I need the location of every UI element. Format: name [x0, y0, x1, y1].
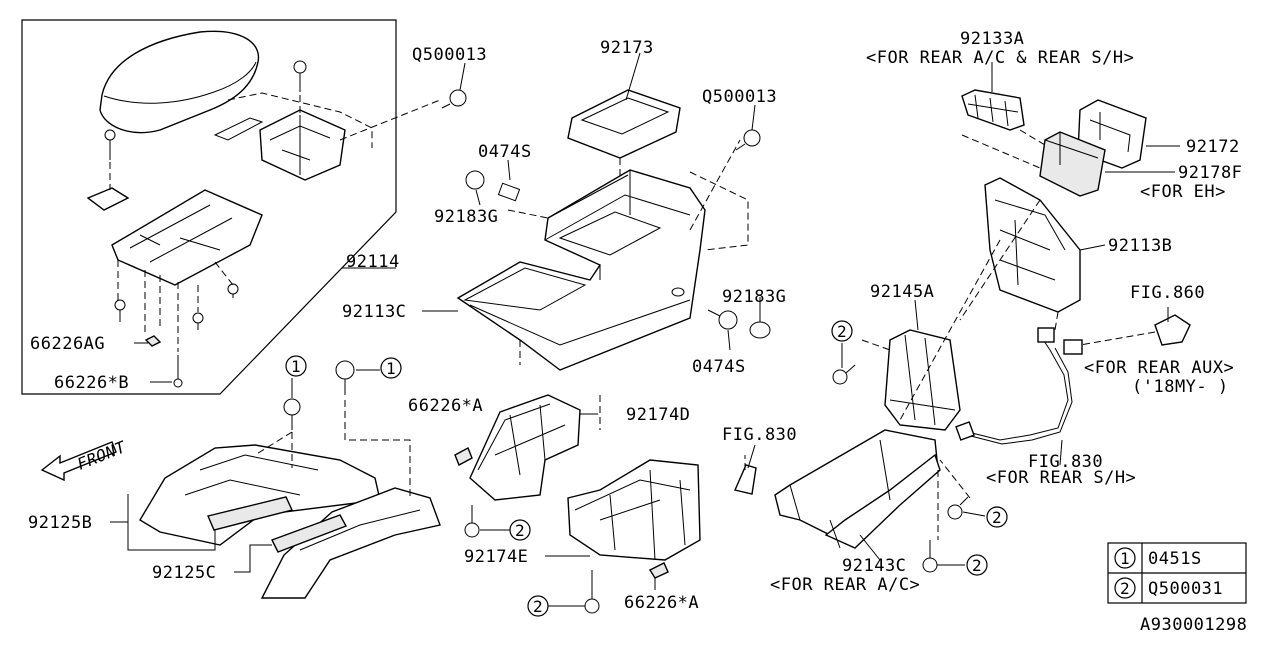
- label-q500013-b: Q500013: [702, 87, 777, 107]
- legend-table: 1 0451S 2 Q500031: [1107, 542, 1247, 604]
- armrest-group: [21, 19, 441, 395]
- labels: Q500013 92173 Q500013 92133A <FOR REAR A…: [28, 29, 1242, 613]
- callout-2-d: 2: [992, 508, 1002, 527]
- legend-num-1: 1: [1120, 549, 1130, 568]
- label-92133a: 92133A: [960, 29, 1024, 49]
- armrest-base: [111, 189, 263, 286]
- label-front: FRONT: [74, 437, 129, 474]
- label-fig860-note: <FOR REAR AUX>: [1084, 358, 1234, 378]
- diagram-id: A930001298: [1140, 615, 1247, 635]
- label-92143c-note: <FOR REAR A/C>: [770, 575, 920, 595]
- label-66226ag: 66226AG: [30, 334, 105, 354]
- label-92183g-a: 92183G: [434, 207, 498, 227]
- callout-2-c: 2: [837, 322, 847, 341]
- callout-2-b: 2: [533, 597, 543, 616]
- label-92172: 92172: [1186, 137, 1240, 157]
- callouts: 1 1 2 2 2 2 2: [285, 320, 1008, 617]
- label-q500013-a: Q500013: [412, 45, 487, 65]
- label-66226a-b: 66226*A: [624, 593, 699, 613]
- console-tray: [567, 89, 681, 159]
- label-fig860: FIG.860: [1130, 283, 1205, 303]
- label-92178f: 92178F: [1178, 163, 1242, 183]
- label-92178f-note: <FOR EH>: [1140, 182, 1226, 202]
- label-0474s-a: 0474S: [478, 142, 532, 162]
- label-66226b: 66226*B: [54, 373, 129, 393]
- label-92174d: 92174D: [626, 405, 690, 425]
- center-console: [456, 89, 749, 430]
- lower-covers: [40, 360, 441, 599]
- callout-2-a: 2: [515, 521, 525, 540]
- rear-assembly: [774, 89, 1191, 573]
- label-fig830-a: FIG.830: [722, 425, 797, 445]
- legend-part-2: Q500031: [1148, 579, 1223, 599]
- label-92113b: 92113B: [1108, 236, 1172, 256]
- legend-part-1: 0451S: [1148, 549, 1202, 569]
- label-0474s-b: 0474S: [692, 357, 746, 377]
- armrest-lid: [99, 30, 260, 134]
- label-92174e: 92174E: [464, 547, 528, 567]
- callout-2-e: 2: [972, 556, 982, 575]
- label-92133a-note: <FOR REAR A/C & REAR S/H>: [866, 48, 1134, 68]
- label-92113c: 92113C: [342, 302, 406, 322]
- callout-1-b: 1: [386, 359, 396, 378]
- label-92183g-b: 92183G: [722, 287, 786, 307]
- leader-lines: [110, 52, 1180, 607]
- label-92125b: 92125B: [28, 513, 92, 533]
- brackets: [454, 394, 757, 614]
- label-fig860-note2: ('18MY- ): [1132, 377, 1229, 397]
- label-fig830-b: FIG.830: [1028, 452, 1103, 472]
- label-fig830-b-note: <FOR REAR S/H>: [986, 468, 1136, 488]
- legend-num-2: 2: [1120, 579, 1130, 598]
- label-92173: 92173: [600, 38, 654, 58]
- label-92145a: 92145A: [870, 282, 934, 302]
- label-92125c: 92125C: [152, 563, 216, 583]
- label-92143c: 92143C: [842, 556, 906, 576]
- callout-1-a: 1: [291, 357, 301, 376]
- label-66226a-a: 66226*A: [408, 396, 483, 416]
- label-92114: 92114: [346, 252, 400, 272]
